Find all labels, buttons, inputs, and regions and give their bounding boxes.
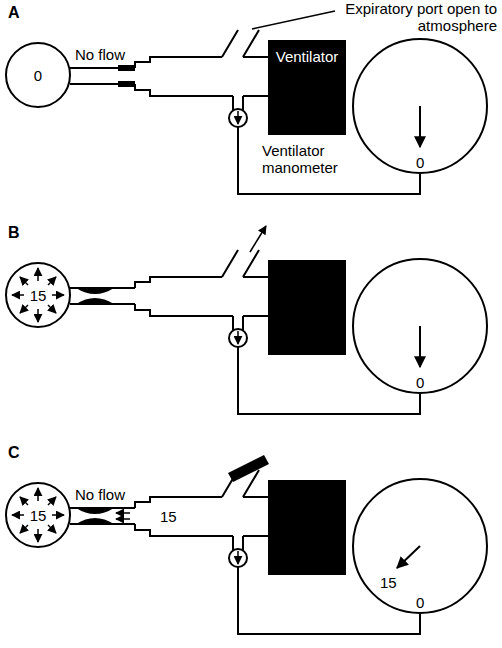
manometer-dial: 0 bbox=[352, 258, 488, 394]
pressure-value: 15 bbox=[30, 287, 47, 304]
pressure-value: 15 bbox=[160, 508, 177, 525]
lung-circle: 0 bbox=[5, 42, 71, 108]
pressure-reading: 0 bbox=[416, 594, 424, 611]
panel-letter: C bbox=[8, 444, 20, 461]
lung-circle: 15 bbox=[5, 262, 71, 328]
lung-circle: 15 bbox=[5, 482, 71, 548]
port-label: Expiratory port open to atmosphere bbox=[272, 0, 497, 34]
panel-b-illustration bbox=[12, 226, 420, 414]
pressure-value: 15 bbox=[30, 507, 47, 524]
panel-letter: A bbox=[8, 4, 20, 21]
flow-note: No flow bbox=[75, 46, 125, 63]
panel-c-illustration bbox=[12, 455, 420, 634]
pressure-value: 0 bbox=[34, 67, 42, 84]
ventilator-label: Ventilator bbox=[276, 48, 339, 65]
manometer-label: Ventilator manometer bbox=[262, 142, 350, 176]
panel-a-illustration bbox=[70, 11, 420, 194]
manometer-dial: 15 0 bbox=[352, 478, 488, 614]
pressure-reading: 15 bbox=[380, 574, 397, 591]
pressure-reading: 0 bbox=[416, 154, 424, 171]
pressure-reading: 0 bbox=[416, 374, 424, 391]
flow-note: No flow bbox=[75, 486, 125, 503]
panel-letter: B bbox=[8, 224, 20, 241]
ventilator-box: Ventilator bbox=[268, 40, 346, 135]
manometer-dial: 0 bbox=[352, 38, 488, 174]
